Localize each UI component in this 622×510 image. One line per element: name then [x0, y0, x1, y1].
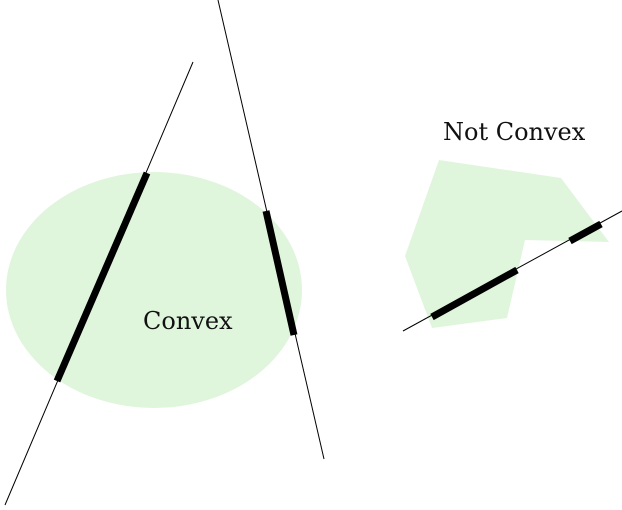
- convex-segment-left: [53, 171, 151, 383]
- not-convex-shape: [405, 160, 609, 328]
- convex-shape: [6, 172, 302, 408]
- convex-label: Convex: [143, 307, 233, 335]
- convex-example: Convex: [4, 0, 325, 506]
- not-convex-segment-lower: [430, 266, 519, 321]
- not-convex-example: Not Convex: [402, 118, 622, 332]
- not-convex-label: Not Convex: [443, 118, 586, 146]
- not-convex-segment-upper: [568, 220, 603, 245]
- convex-segment-right: [262, 210, 298, 336]
